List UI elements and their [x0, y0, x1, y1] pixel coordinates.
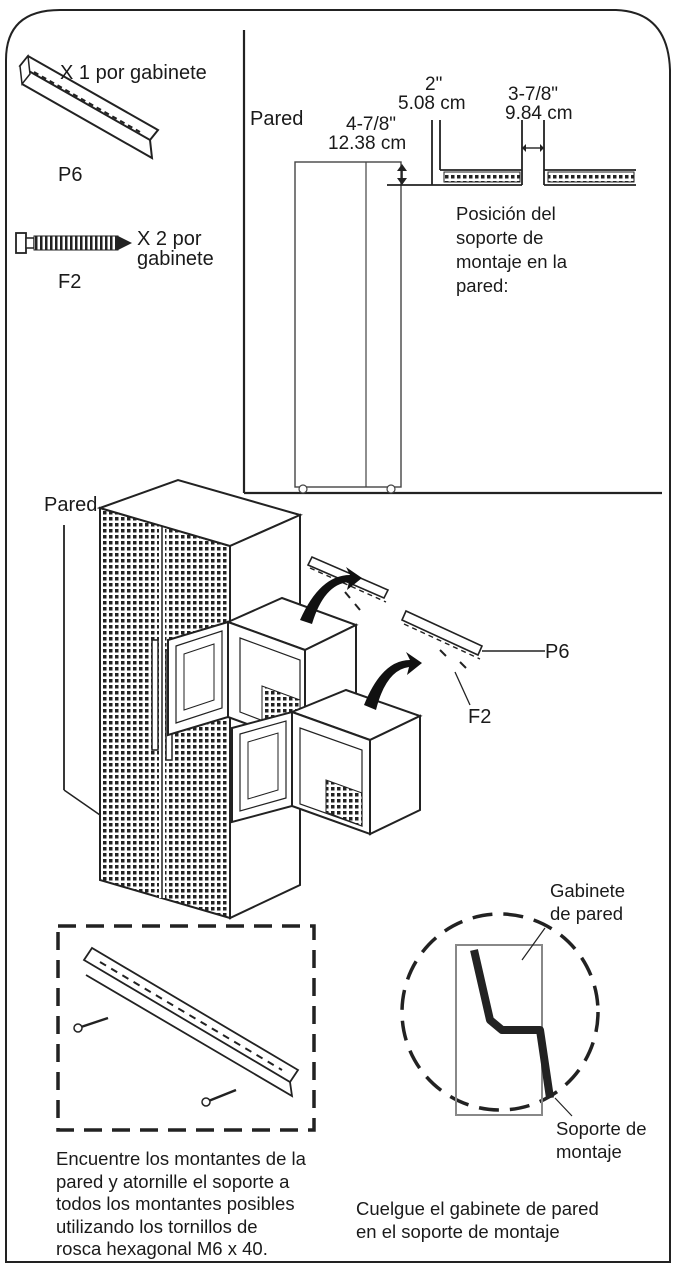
arrow-icon-upper [300, 567, 362, 624]
f2-quantity-line2: gabinete [137, 248, 214, 270]
stud-detail-box [56, 924, 316, 1132]
hang-instructions: Cuelgue el gabinete de pared en el sopor… [356, 1198, 599, 1242]
gap-inches: 2" [425, 74, 443, 95]
bracket-label: Soporte de montaje [556, 1118, 647, 1162]
hang-detail [455, 927, 573, 1117]
p6-part-id: P6 [58, 164, 83, 186]
stud-instructions: Encuentre los montantes de la pared y at… [56, 1148, 306, 1259]
f2-part-id: F2 [58, 271, 82, 293]
assembly-wall-label: Pared [44, 494, 98, 516]
hang-detail-circle [400, 912, 600, 1112]
wall-rail-detail [73, 946, 300, 1107]
wall-label: Pared [250, 108, 304, 130]
p6-callout: P6 [545, 641, 570, 663]
page-frame [5, 9, 671, 1263]
wall-position-diagram [242, 30, 662, 495]
spacing-cm: 9.84 cm [505, 103, 573, 124]
p6-rail-part [18, 54, 160, 160]
gap-cm: 5.08 cm [398, 93, 466, 114]
f2-screw-part [15, 232, 132, 254]
arrow-icon-lower [364, 652, 422, 710]
cabinet-label: Gabinete de pared [550, 880, 626, 924]
wall-position-caption: Posición del soporte de montaje en la pa… [456, 203, 568, 296]
height-inches: 4-7/8" [346, 114, 397, 135]
height-cm: 12.38 cm [328, 133, 407, 154]
spacing-inches: 3-7/8" [508, 84, 559, 105]
lower-wall-cabinet [231, 688, 423, 836]
f2-quantity-line1: X 2 por [137, 228, 202, 250]
f2-callout: F2 [468, 706, 492, 728]
p6-quantity: X 1 por gabinete [60, 62, 207, 84]
